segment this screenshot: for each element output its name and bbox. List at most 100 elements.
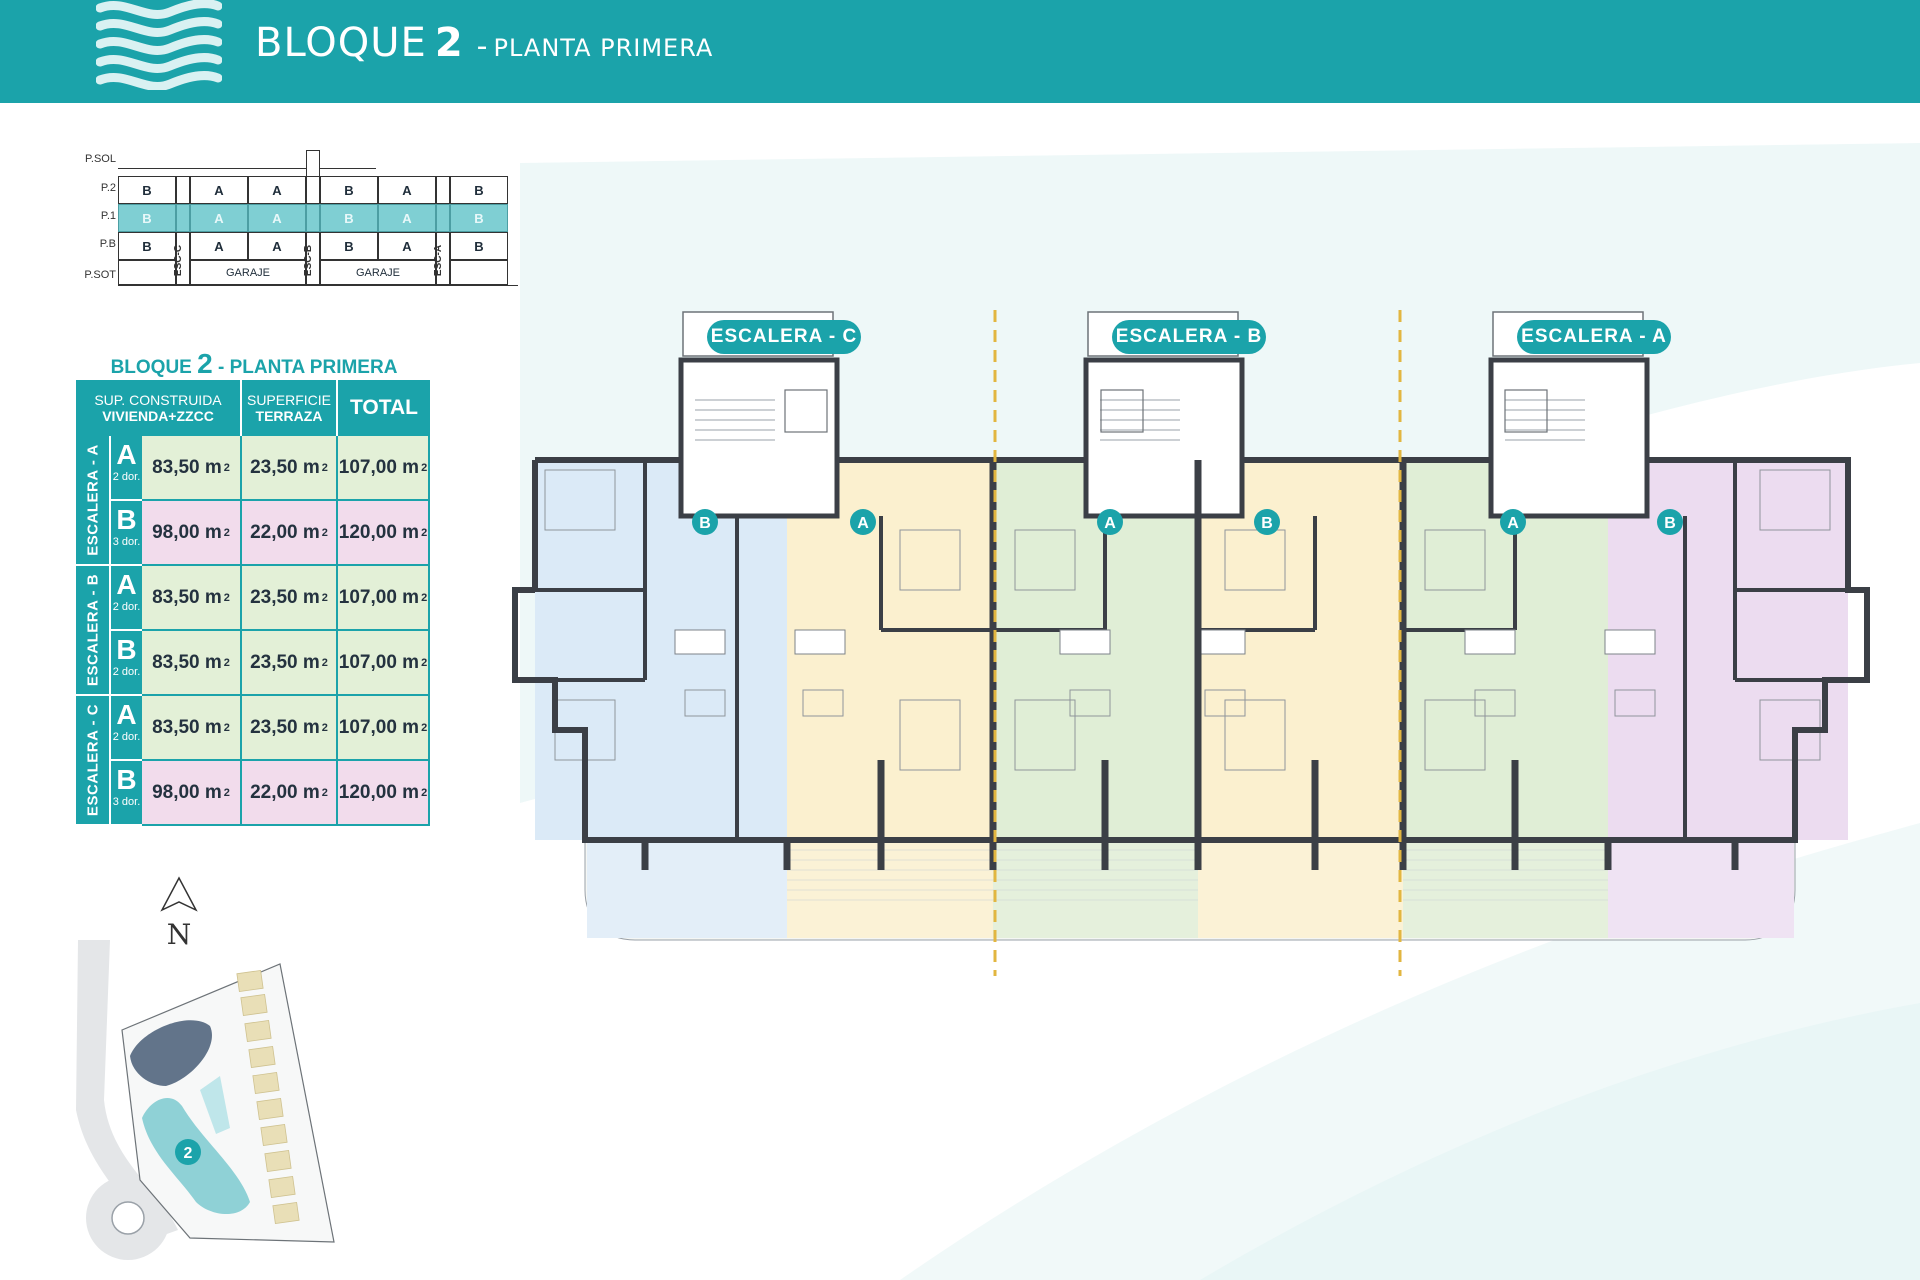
basement-cell [450,260,508,285]
unit-marker: B [699,515,711,532]
floor-label: P.SOL [85,153,116,165]
unit-cell: B [118,232,176,260]
floor-plan-drawing: B A A B A B [512,310,1870,976]
stair-cell [306,176,320,204]
table-title-prefix: BLOQUE [110,357,192,378]
table-title: BLOQUE 2 - PLANTA PRIMERA [76,348,432,380]
unit-cell: A [190,176,248,204]
stair-cell [176,232,190,285]
header-built-line2: VIVIENDA+ZZCC [102,408,214,424]
unit-marker: A [1507,515,1519,532]
section-schematic: P.SOL P.2 P.1 P.B P.SOT B A A B A B B A … [70,148,520,290]
stair-cell [436,176,450,204]
header-built-area: SUP. CONSTRUIDA VIVIENDA+ZZCC [76,380,242,436]
unit-cell: A [248,176,306,204]
unit-cell: B [320,176,378,204]
stair-cell [436,204,450,232]
brand-logo-icon [96,0,222,90]
escalera-group-label: ESCALERA - C [76,696,109,826]
unit-cell-current-floor: A [248,204,306,232]
unit-cell-current-floor: A [378,204,436,232]
header-terrace: SUPERFICIE TERRAZA [242,380,338,436]
floor-plan: B A A B A B ESCALERA - C ESCALERA - B ES… [505,310,1877,990]
north-label: N [167,918,192,948]
unit-cell: B [118,176,176,204]
floor-label: P.2 [100,182,116,194]
stair-label-b: ESCALERA - B [1112,320,1266,354]
header-total-label: TOTAL [349,396,419,419]
stair-label: ESC-B [303,244,315,277]
roof-line [118,168,376,169]
unit-cell: A [190,232,248,260]
unit-cell-current-floor: A [190,204,248,232]
unit-cell: B [450,232,508,260]
unit-marker: B [1664,515,1676,532]
unit-cell: B [450,176,508,204]
unit-marker: B [1261,515,1273,532]
unit-marker: A [857,515,869,532]
stair-cell [436,232,450,285]
escalera-group-label: ESCALERA - A [76,436,109,566]
unit-cell: A [248,232,306,260]
header-terrace-line2: TERRAZA [255,408,323,424]
stair-cell [306,204,320,232]
north-arrow-icon: N [160,876,198,948]
unit-marker-icons: B A A B A B [692,509,1683,535]
page-subtitle: PLANTA PRIMERA [493,34,714,62]
unit-cell: B [320,232,378,260]
unit-cell-current-floor: B [118,204,176,232]
floor-label: P.1 [100,210,116,222]
unit-marker: A [1104,515,1116,532]
stair-tower [306,150,320,176]
site-plan: 2 [76,940,335,1260]
header-total: TOTAL [338,380,430,436]
escalera-group-label: ESCALERA - B [76,566,109,696]
unit-cell-current-floor: B [450,204,508,232]
stair-cell [176,176,190,204]
stair-label: ESC-A [433,244,445,277]
stair-label-c: ESCALERA - C [707,320,861,354]
page-title-separator: - [476,29,488,64]
page-title-number: 2 [434,20,463,66]
unit-cell-current-floor: B [320,204,378,232]
page-title-main: BLOQUE [255,20,427,66]
garage-cell: GARAJE [320,260,436,285]
header-built-line1: SUP. CONSTRUIDA [94,392,222,408]
basement-cell [118,260,176,285]
site-block-number: 2 [184,1145,193,1162]
stair-cell [176,204,190,232]
floor-label: P.SOT [84,269,116,281]
unit-cell: A [378,176,436,204]
header-terrace-line1: SUPERFICIE [246,392,331,408]
stair-cell [306,232,320,285]
basement-line [118,285,518,286]
table-title-suffix: - PLANTA PRIMERA [217,357,398,378]
unit-cell: A [378,232,436,260]
